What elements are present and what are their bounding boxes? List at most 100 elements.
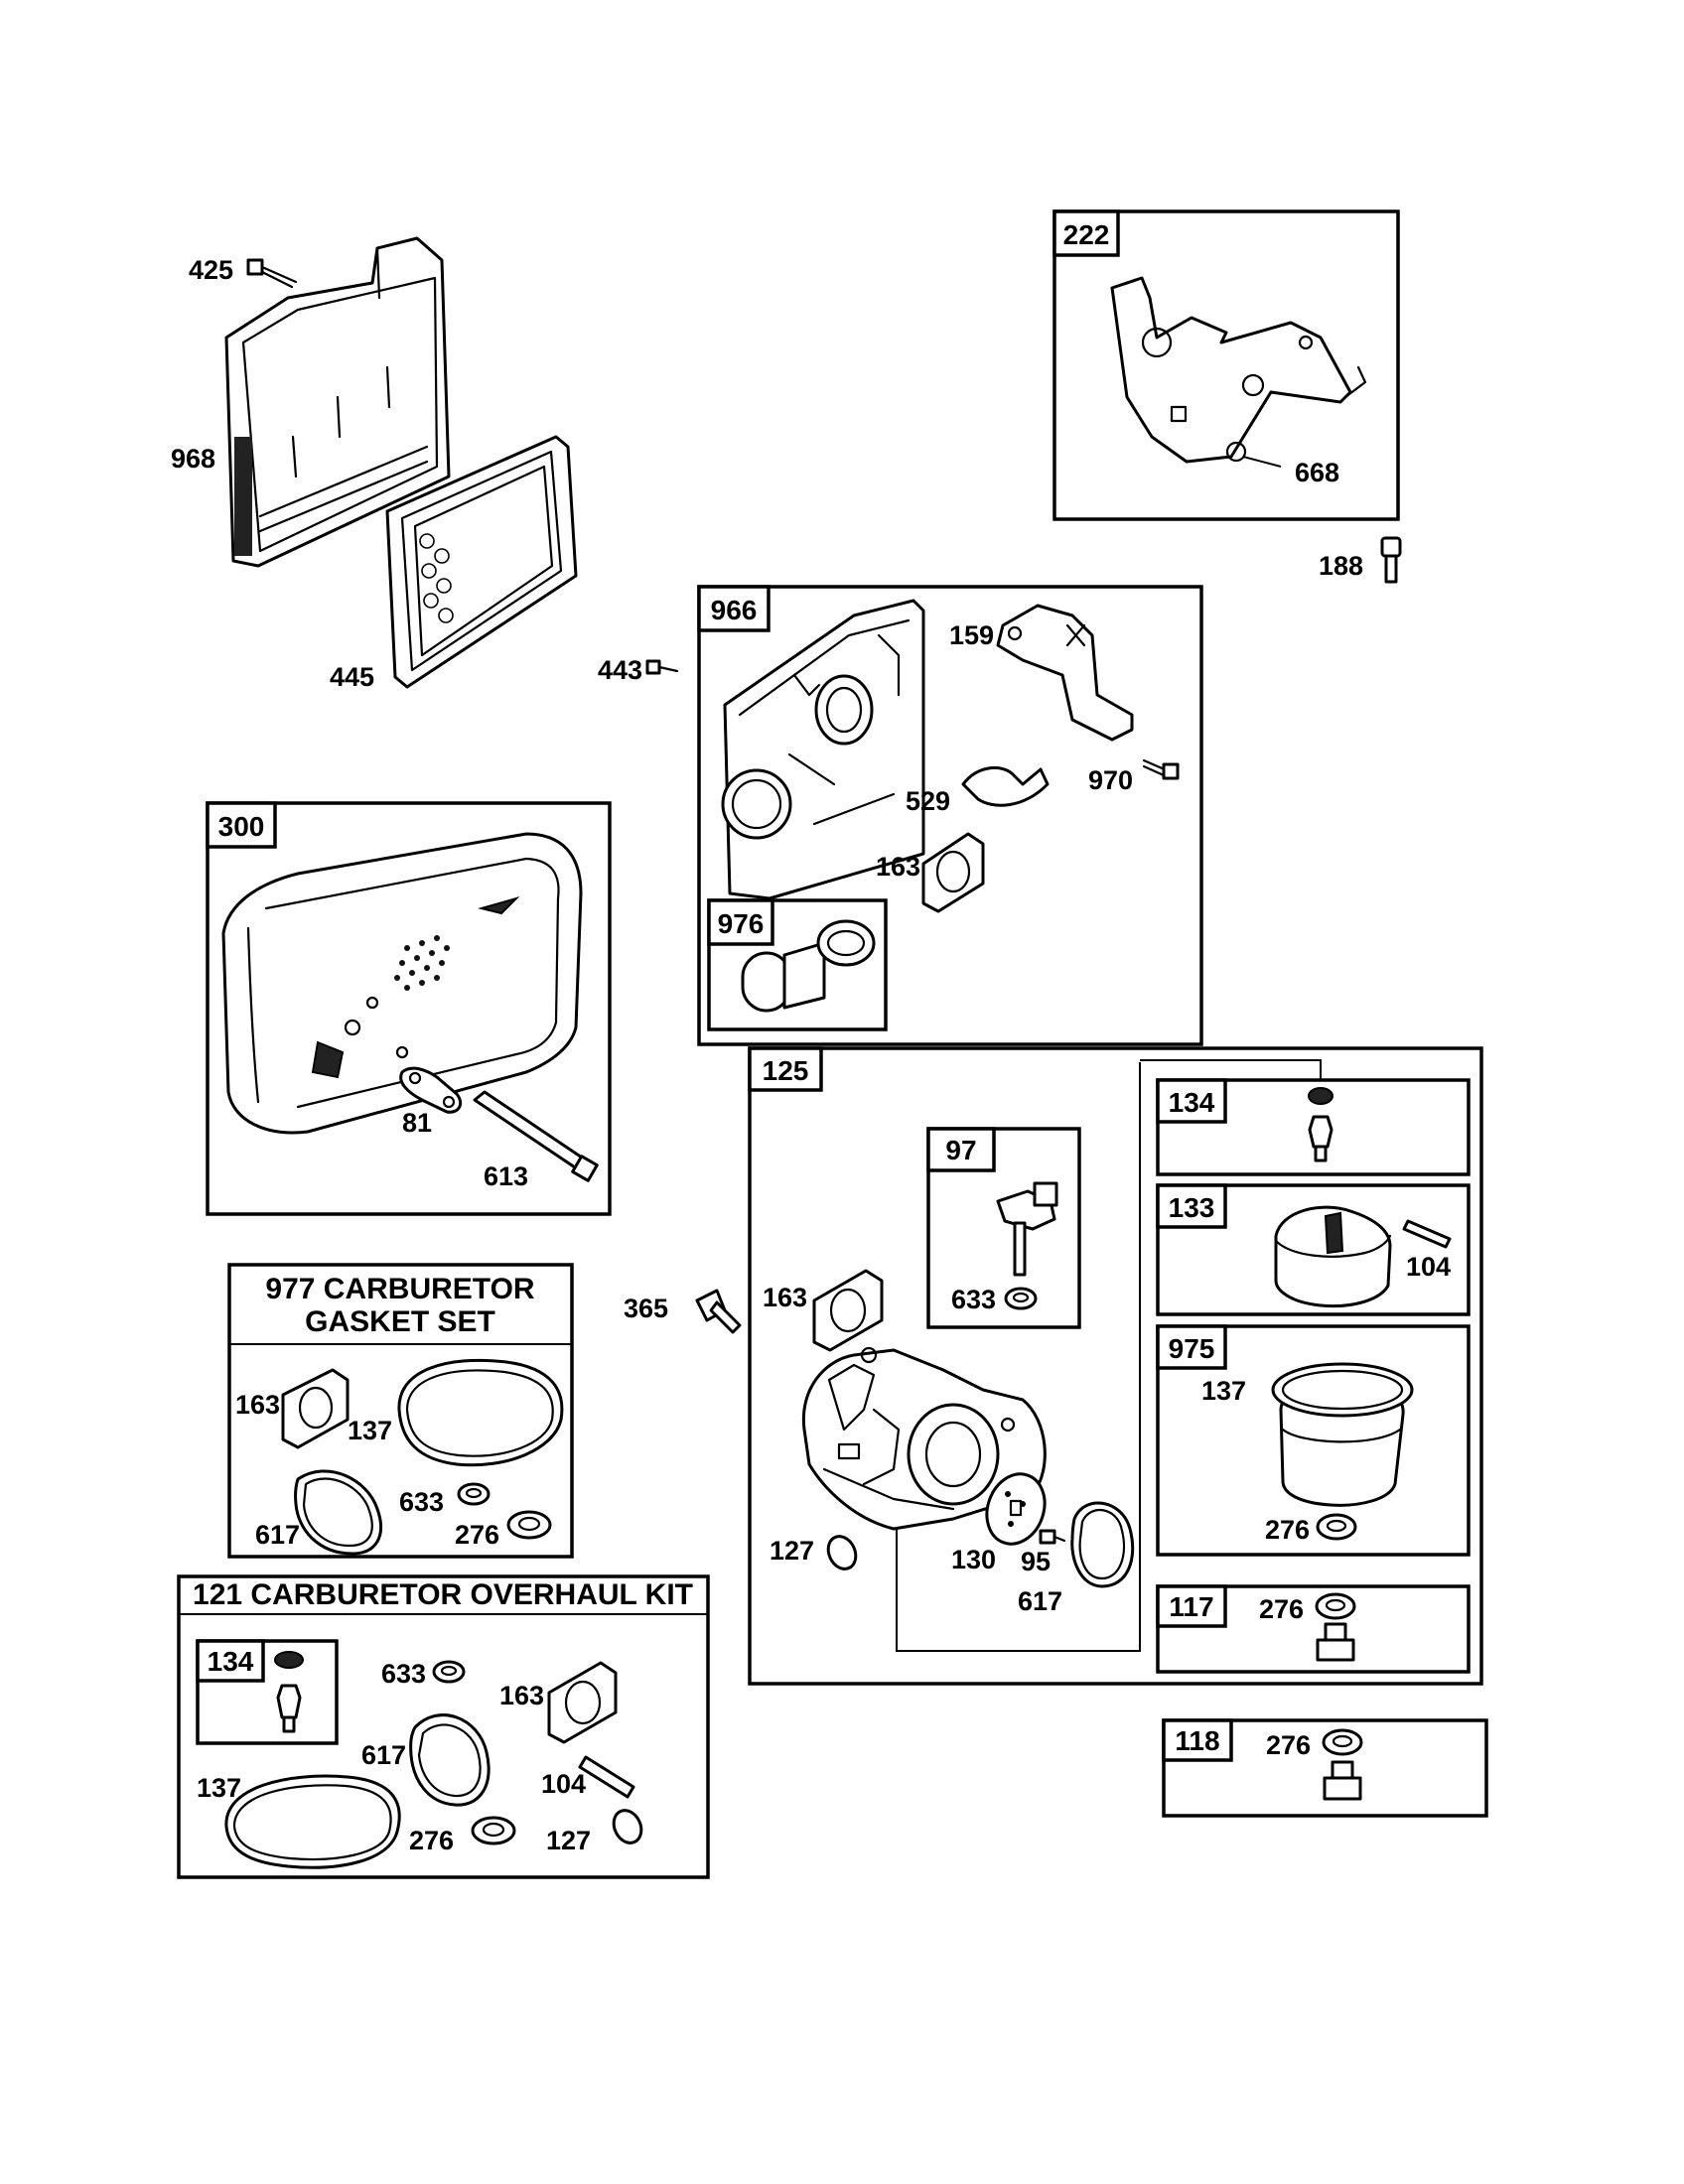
gasket-icon bbox=[921, 832, 985, 913]
box-300-tag: 300 bbox=[218, 811, 265, 842]
label-104: 104 bbox=[541, 1769, 586, 1799]
air-filter-icon bbox=[385, 435, 578, 689]
gasket-icon bbox=[281, 1368, 350, 1449]
gasket-set-title-line1: 977 CARBURETOR bbox=[265, 1273, 535, 1305]
carburetor-adapter-icon bbox=[721, 599, 925, 900]
bolt-icon bbox=[473, 1090, 599, 1182]
label-668: 668 bbox=[1295, 458, 1339, 487]
washer-icon bbox=[1322, 1728, 1363, 1756]
screw-icon bbox=[645, 659, 679, 675]
screw-icon bbox=[1142, 758, 1180, 780]
label-127: 127 bbox=[770, 1536, 814, 1566]
plug-icon bbox=[826, 1535, 858, 1570]
label-95: 95 bbox=[1021, 1547, 1051, 1576]
label-529: 529 bbox=[906, 786, 950, 816]
o-ring-icon bbox=[294, 1469, 383, 1556]
box-118: 118 276 bbox=[1162, 1718, 1488, 1818]
muffler-icon bbox=[221, 832, 583, 1135]
overhaul-kit-box: 121 CARBURETOR OVERHAUL KIT 134 633 163 … bbox=[177, 1574, 710, 1879]
box-133-tag: 133 bbox=[1169, 1192, 1215, 1223]
label-163: 163 bbox=[876, 852, 920, 882]
label-276: 276 bbox=[1265, 1515, 1310, 1545]
washer-icon bbox=[457, 1482, 491, 1506]
label-633: 633 bbox=[951, 1285, 996, 1314]
box-133: 133 104 bbox=[1156, 1183, 1471, 1316]
o-ring-icon bbox=[1070, 1501, 1135, 1588]
pin-icon bbox=[578, 1755, 635, 1799]
screw-icon bbox=[246, 258, 298, 289]
box-976: 976 bbox=[707, 898, 888, 1031]
o-ring-icon bbox=[397, 1358, 564, 1467]
label-445: 445 bbox=[330, 662, 374, 692]
label-276: 276 bbox=[455, 1520, 499, 1550]
carburetor-icon bbox=[801, 1346, 1047, 1531]
box-125: 125 97 633 163 bbox=[748, 1046, 1483, 1686]
muffler-guard-icon bbox=[399, 1066, 463, 1114]
label-188: 188 bbox=[1319, 551, 1363, 581]
box-134-tag: 134 bbox=[1169, 1087, 1215, 1118]
box-97: 97 633 bbox=[926, 1127, 1081, 1329]
screw-icon bbox=[1380, 536, 1402, 584]
washer-icon bbox=[471, 1816, 516, 1845]
air-cleaner-base-icon bbox=[224, 236, 451, 568]
fuel-fitting-icon bbox=[741, 919, 876, 1013]
label-276: 276 bbox=[1266, 1730, 1311, 1760]
o-ring-icon bbox=[409, 1713, 491, 1807]
bowl-nut-icon bbox=[1323, 1760, 1362, 1801]
box-300: 300 81 613 bbox=[206, 801, 612, 1216]
label-443: 443 bbox=[598, 655, 642, 685]
washer-icon bbox=[1315, 1592, 1356, 1620]
tube-icon bbox=[961, 765, 1050, 807]
screw-icon bbox=[695, 1289, 742, 1334]
bowl-nut-icon bbox=[1316, 1622, 1355, 1662]
float-icon bbox=[1274, 1205, 1392, 1308]
gasket-icon bbox=[812, 1269, 884, 1352]
label-163: 163 bbox=[235, 1390, 280, 1420]
box-97-tag: 97 bbox=[945, 1135, 976, 1165]
label-130: 130 bbox=[951, 1545, 996, 1574]
label-617: 617 bbox=[361, 1740, 406, 1770]
washer-icon bbox=[432, 1660, 466, 1684]
label-633: 633 bbox=[381, 1659, 426, 1689]
washer-icon bbox=[1316, 1513, 1357, 1541]
label-163: 163 bbox=[763, 1283, 807, 1312]
label-970: 970 bbox=[1088, 765, 1133, 795]
label-137: 137 bbox=[1201, 1376, 1246, 1406]
box-222: 222 668 bbox=[1052, 209, 1400, 521]
o-ring-icon bbox=[224, 1774, 401, 1869]
float-bowl-icon bbox=[1271, 1362, 1414, 1507]
box-975-tag: 975 bbox=[1169, 1333, 1215, 1364]
box-976-tag: 976 bbox=[718, 908, 765, 939]
label-137: 137 bbox=[348, 1416, 392, 1445]
label-425: 425 bbox=[189, 255, 233, 285]
washer-icon bbox=[506, 1510, 552, 1540]
gasket-set-box: 977 CARBURETOR GASKET SET 163 137 617 63… bbox=[227, 1263, 574, 1559]
throttle-shaft-icon bbox=[996, 1181, 1058, 1277]
label-613: 613 bbox=[484, 1161, 528, 1191]
box-134: 134 bbox=[1156, 1078, 1471, 1176]
box-966-tag: 966 bbox=[711, 595, 758, 625]
fuel-tank-bracket-icon bbox=[996, 604, 1134, 742]
box-134-tag: 134 bbox=[208, 1646, 254, 1677]
label-159: 159 bbox=[949, 620, 994, 650]
box-118-tag: 118 bbox=[1175, 1725, 1219, 1756]
washer-icon bbox=[1004, 1287, 1038, 1310]
label-104: 104 bbox=[1406, 1252, 1451, 1282]
box-117: 117 276 bbox=[1156, 1584, 1471, 1674]
overhaul-kit-title: 121 CARBURETOR OVERHAUL KIT bbox=[193, 1578, 693, 1611]
box-117-tag: 117 bbox=[1169, 1591, 1213, 1622]
governor-bracket-icon bbox=[1110, 276, 1367, 464]
label-127: 127 bbox=[546, 1826, 591, 1855]
label-365: 365 bbox=[624, 1294, 668, 1323]
gasket-icon bbox=[547, 1661, 618, 1744]
pin-icon bbox=[1402, 1219, 1452, 1249]
box-134: 134 bbox=[196, 1639, 339, 1745]
air-cleaner-group: 425 968 445 bbox=[171, 236, 679, 692]
inlet-needle-icon bbox=[274, 1651, 304, 1733]
box-222-tag: 222 bbox=[1063, 219, 1110, 250]
box-966: 966 159 529 970 163 bbox=[697, 585, 1203, 1046]
plug-icon bbox=[612, 1809, 643, 1844]
label-633: 633 bbox=[399, 1487, 444, 1517]
primer-plate-icon bbox=[985, 1472, 1047, 1546]
